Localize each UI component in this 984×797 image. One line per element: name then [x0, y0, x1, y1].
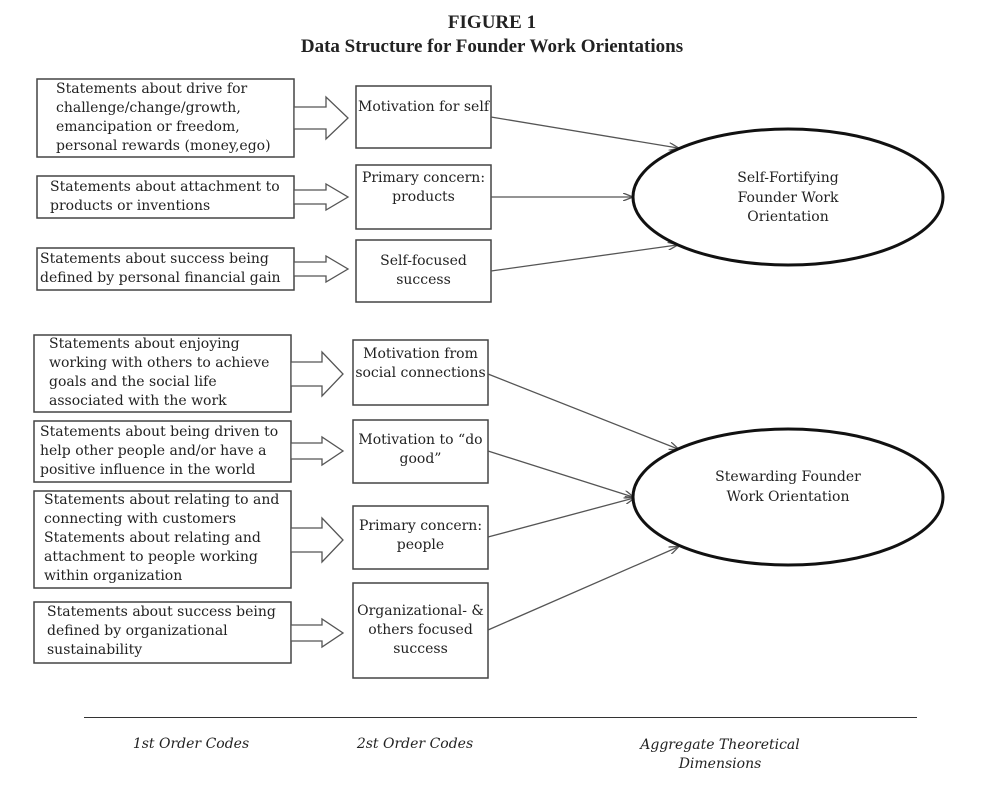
second-order-code-6: Primary concern: people [358, 518, 483, 553]
block-arrow-2 [293, 182, 350, 212]
aggregate-ellipse-2 [631, 427, 945, 567]
second-order-box-5 [352, 419, 489, 484]
second-order-code-2: Primary concern: products [361, 170, 486, 205]
second-order-box-1 [355, 85, 492, 149]
first-order-box-7 [33, 601, 292, 664]
first-order-code-6: Statements about relating to and connect… [44, 492, 280, 584]
second-order-box-7 [352, 582, 489, 679]
footer-first-order-label: 1st Order Codes [132, 736, 250, 752]
footer-aggregate-label: Aggregate Theoretical Dimensions [640, 737, 800, 772]
aggregate-dimension-1: Self-Fortifying Founder Work Orientation [737, 170, 839, 225]
first-order-box-5 [33, 420, 292, 483]
first-order-code-3: Statements about success being defined b… [40, 251, 281, 286]
connector-4 [487, 373, 678, 449]
second-order-code-4: Motivation from social connections [355, 346, 486, 381]
aggregate-ellipse-1 [631, 127, 945, 267]
second-order-box-4 [352, 339, 489, 406]
first-order-code-2: Statements about attachment to products … [50, 179, 280, 214]
first-order-code-5: Statements about being driven to help ot… [40, 424, 279, 478]
first-order-box-4 [33, 334, 292, 413]
first-order-box-1 [36, 78, 295, 158]
connector-6 [487, 498, 634, 538]
first-order-code-4: Statements about enjoying working with o… [49, 336, 270, 409]
block-arrow-4 [290, 350, 344, 398]
connector-3 [490, 245, 677, 272]
connector-1 [490, 116, 678, 148]
first-order-code-1: Statements about drive for challenge/cha… [56, 81, 271, 154]
footer-second-order-label: 2st Order Codes [356, 736, 474, 752]
second-order-box-6 [352, 505, 489, 570]
second-order-box-3 [355, 239, 492, 303]
footer-divider [84, 717, 917, 718]
second-order-code-1: Motivation for self [358, 99, 490, 115]
aggregate-dimension-2: Stewarding Founder Work Orientation [715, 469, 861, 505]
block-arrow-6 [290, 516, 344, 564]
block-arrow-7 [290, 617, 345, 649]
second-order-code-3: Self-focused success [380, 253, 467, 288]
connector-7 [487, 547, 678, 631]
first-order-box-3 [36, 247, 295, 291]
first-order-box-6 [33, 490, 292, 589]
second-order-code-7: Organizational- & others focused success [357, 603, 484, 657]
block-arrow-3 [293, 254, 350, 284]
block-arrow-5 [290, 435, 345, 467]
figure-number: FIGURE 1 [447, 12, 537, 33]
figure-title: Data Structure for Founder Work Orientat… [300, 36, 684, 57]
block-arrow-1 [293, 95, 349, 141]
first-order-code-7: Statements about success being defined b… [47, 604, 276, 658]
second-order-code-5: Motivation to “do good” [358, 432, 483, 467]
connector-5 [487, 450, 633, 497]
